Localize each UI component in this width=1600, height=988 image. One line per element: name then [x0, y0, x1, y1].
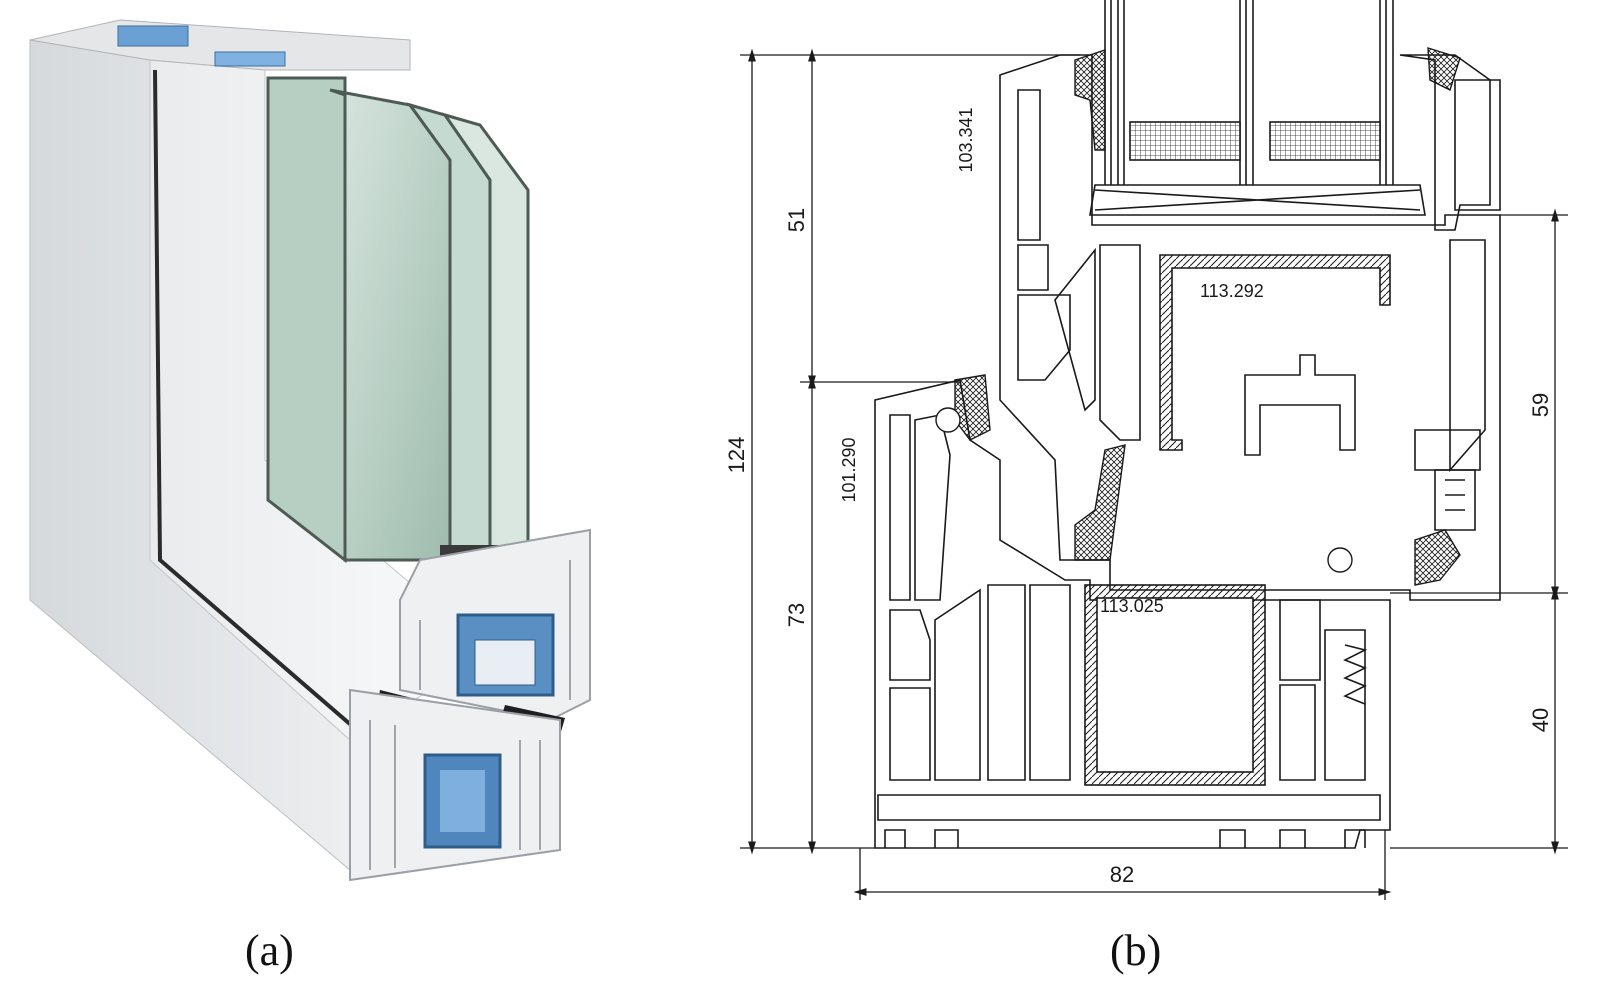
sash-profile-outline	[999, 54, 1501, 601]
sash-reinforcement-inner	[474, 639, 536, 686]
gasket-frame-outer	[954, 374, 991, 441]
panel-b-caption: (b)	[1110, 926, 1162, 975]
sash-clip-channel	[1434, 469, 1476, 531]
gasket-sash-inner	[1414, 529, 1461, 586]
top-steel-insert-2	[214, 51, 286, 67]
frame-chamber-lines	[369, 560, 571, 870]
glass-pane-2	[329, 88, 452, 562]
sash-reinforcement-outline	[1159, 254, 1391, 451]
label-frame-reinforcement: 113.025	[1100, 596, 1164, 616]
frame-chamber-1	[889, 414, 911, 601]
sash-right-chamber	[1449, 239, 1486, 473]
label-sash-profile: 103.341	[956, 107, 976, 172]
dim-label-51: 51	[784, 208, 809, 232]
panel-a-caption: (a)	[245, 926, 294, 975]
frame-reinforcement-inner	[440, 770, 485, 832]
gasket-sash-top	[1074, 49, 1106, 151]
dim-label-124: 124	[724, 437, 749, 474]
glazing-lines	[1104, 0, 1394, 185]
glass-pane-1	[266, 76, 347, 564]
sash-joint-line	[153, 69, 382, 752]
label-sash-reinforcement: 113.292	[1200, 281, 1264, 301]
sash-inner-chamber-left	[1017, 89, 1041, 241]
sash-glazing-bead	[1399, 54, 1491, 231]
gasket-bulb-left	[935, 407, 961, 433]
dim-label-73: 73	[784, 603, 809, 627]
gasket-bulb-bottom	[1327, 547, 1353, 573]
label-frame-profile: 101.290	[839, 437, 859, 502]
spacer-mesh-left	[1129, 121, 1241, 161]
frame-clip-serrations	[1324, 629, 1366, 781]
window-profile-technical-drawing: 124 51 73 59 40 82 103.341 101.290 113.2…	[724, 0, 1568, 900]
gasket-bead-top	[1427, 47, 1461, 91]
dim-label-82: 82	[1110, 862, 1134, 887]
dim-label-59: 59	[1528, 393, 1553, 417]
sash-core-chamber	[1244, 354, 1356, 456]
gasket-center	[1074, 444, 1126, 561]
frame-mounting-feet	[884, 829, 1366, 848]
sash-chamber-diagonal	[1054, 247, 1096, 412]
dim-label-40: 40	[1528, 708, 1553, 732]
window-profile-3d-render	[29, 19, 591, 882]
top-steel-insert	[117, 25, 189, 47]
frame-reinforcement-inner	[1096, 597, 1254, 773]
spacer-mesh-right	[1269, 121, 1381, 161]
